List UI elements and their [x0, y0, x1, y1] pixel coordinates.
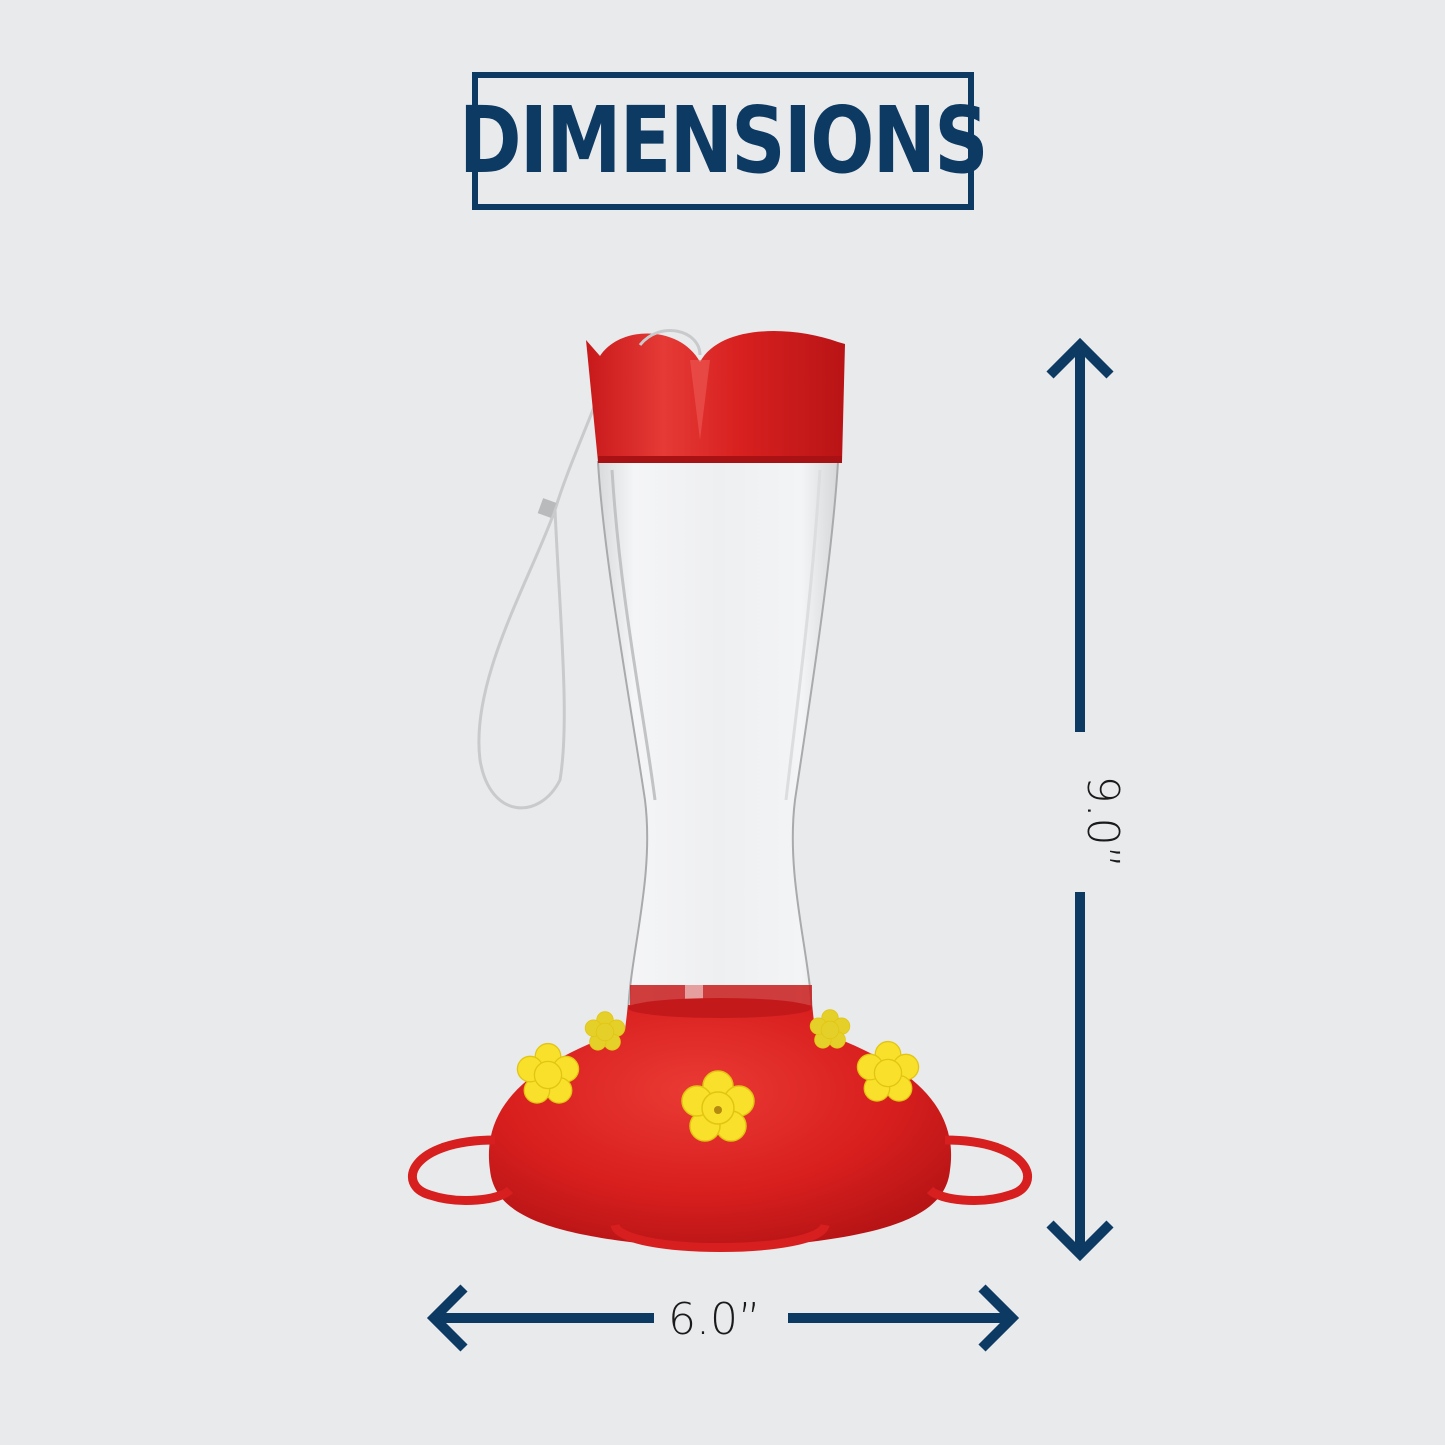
- page-title: DIMENSIONS: [458, 87, 989, 194]
- width-dimension-label: 6.0”: [668, 1294, 761, 1345]
- height-dimension-label: 9.0”: [1077, 775, 1128, 869]
- arrow-down-icon: [1046, 1220, 1114, 1262]
- arrow-left-icon: [426, 1284, 468, 1352]
- flower-port-right: [856, 1040, 920, 1102]
- flower-port-back-left: [584, 1011, 626, 1051]
- flower-port-back-right: [809, 1009, 851, 1049]
- title-box: DIMENSIONS: [459, 72, 989, 210]
- hanger-wire: [477, 354, 614, 810]
- perches: [407, 1135, 1033, 1252]
- flower-port-left: [516, 1042, 580, 1104]
- arrow-right-icon: [978, 1284, 1020, 1352]
- top-cap: [586, 331, 845, 462]
- arrow-up-icon: [1046, 337, 1114, 379]
- flower-port-front: [681, 1070, 755, 1142]
- feeding-port-flowers: [516, 1009, 920, 1142]
